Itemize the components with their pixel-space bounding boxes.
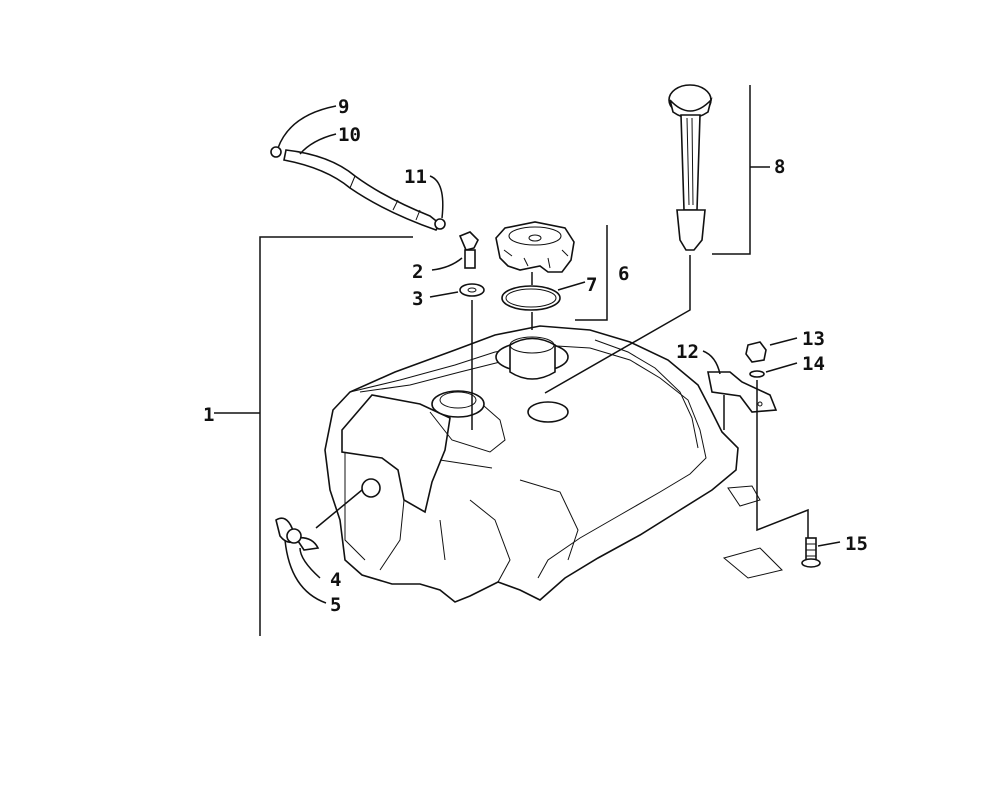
callout-2: 2 [412, 261, 423, 283]
callout-1: 1 [203, 404, 214, 426]
mount-bracket [707, 371, 778, 413]
callout-15: 15 [845, 533, 868, 555]
callout-12: 12 [676, 341, 699, 363]
lock-nut [745, 341, 767, 363]
fitting-elbow [458, 231, 479, 269]
callout-13: 13 [802, 328, 825, 350]
callout-8: 8 [774, 156, 785, 178]
vent-hose [283, 149, 442, 231]
callout-4: 4 [330, 569, 341, 591]
leader-lines [214, 85, 841, 636]
wing-nut [275, 517, 320, 551]
filler-cap [495, 221, 575, 273]
callout-3: 3 [412, 288, 423, 310]
callout-labels: 1 2 3 4 5 6 7 8 9 10 11 12 13 14 15 [203, 96, 868, 616]
callout-11: 11 [404, 166, 427, 188]
fuel-sender-unit [668, 84, 713, 251]
fuel-tank [324, 325, 783, 603]
callout-14: 14 [802, 353, 825, 375]
hose-clamp-end [270, 146, 282, 158]
washer [459, 283, 485, 297]
callout-5: 5 [330, 594, 341, 616]
callout-7: 7 [586, 274, 597, 296]
mount-bolt [801, 537, 821, 568]
callout-9: 9 [338, 96, 349, 118]
flat-washer [749, 370, 765, 378]
hose-clamp-fitting [434, 218, 446, 230]
callout-6: 6 [618, 263, 629, 285]
gasket-ring [501, 285, 561, 311]
callout-10: 10 [338, 124, 361, 146]
